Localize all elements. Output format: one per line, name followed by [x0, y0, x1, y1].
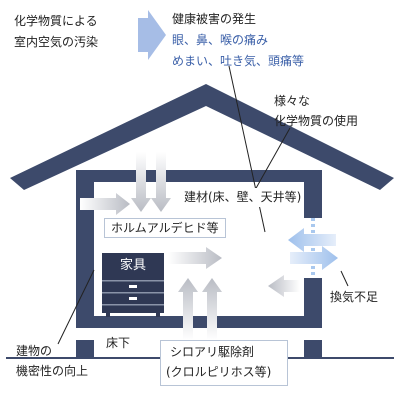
roof [10, 84, 394, 190]
building-materials-label: 建材(床、壁、天井等) [182, 188, 304, 207]
underfloor-label: 床下 [106, 336, 131, 350]
chemicals-label-line2: 化学物質の使用 [274, 114, 359, 128]
pollution-caption-line1: 化学物質による [14, 14, 98, 28]
ventilation-label: 換気不足 [330, 290, 379, 304]
termite-agent-label-line1: シロアリ駆除剤 [170, 345, 255, 359]
ventilation-arrows [288, 228, 338, 270]
airtightness-label-line1: 建物の [16, 344, 53, 358]
chemicals-label-line1: 様々な [274, 94, 311, 108]
furniture-cabinet [102, 253, 164, 317]
formaldehyde-label: ホルムアルデヒド等 [104, 218, 226, 238]
emission-arrows [80, 152, 300, 340]
termite-agent-label-line2: (クロルピリホス等) [166, 365, 272, 379]
symptom-eyes-nose-throat: 眼、鼻、喉の痛み [172, 33, 269, 47]
cause-effect-arrow [138, 10, 166, 60]
pollution-caption-line2: 室内空気の汚染 [14, 35, 99, 49]
symptom-dizziness-nausea: めまい、吐き気、頭痛等 [172, 54, 305, 68]
health-damage-heading: 健康被害の発生 [172, 12, 257, 26]
termite-agent-box [160, 340, 288, 386]
airtightness-label-line2: 機密性の向上 [16, 364, 89, 378]
furniture-label: 家具 [120, 258, 147, 273]
